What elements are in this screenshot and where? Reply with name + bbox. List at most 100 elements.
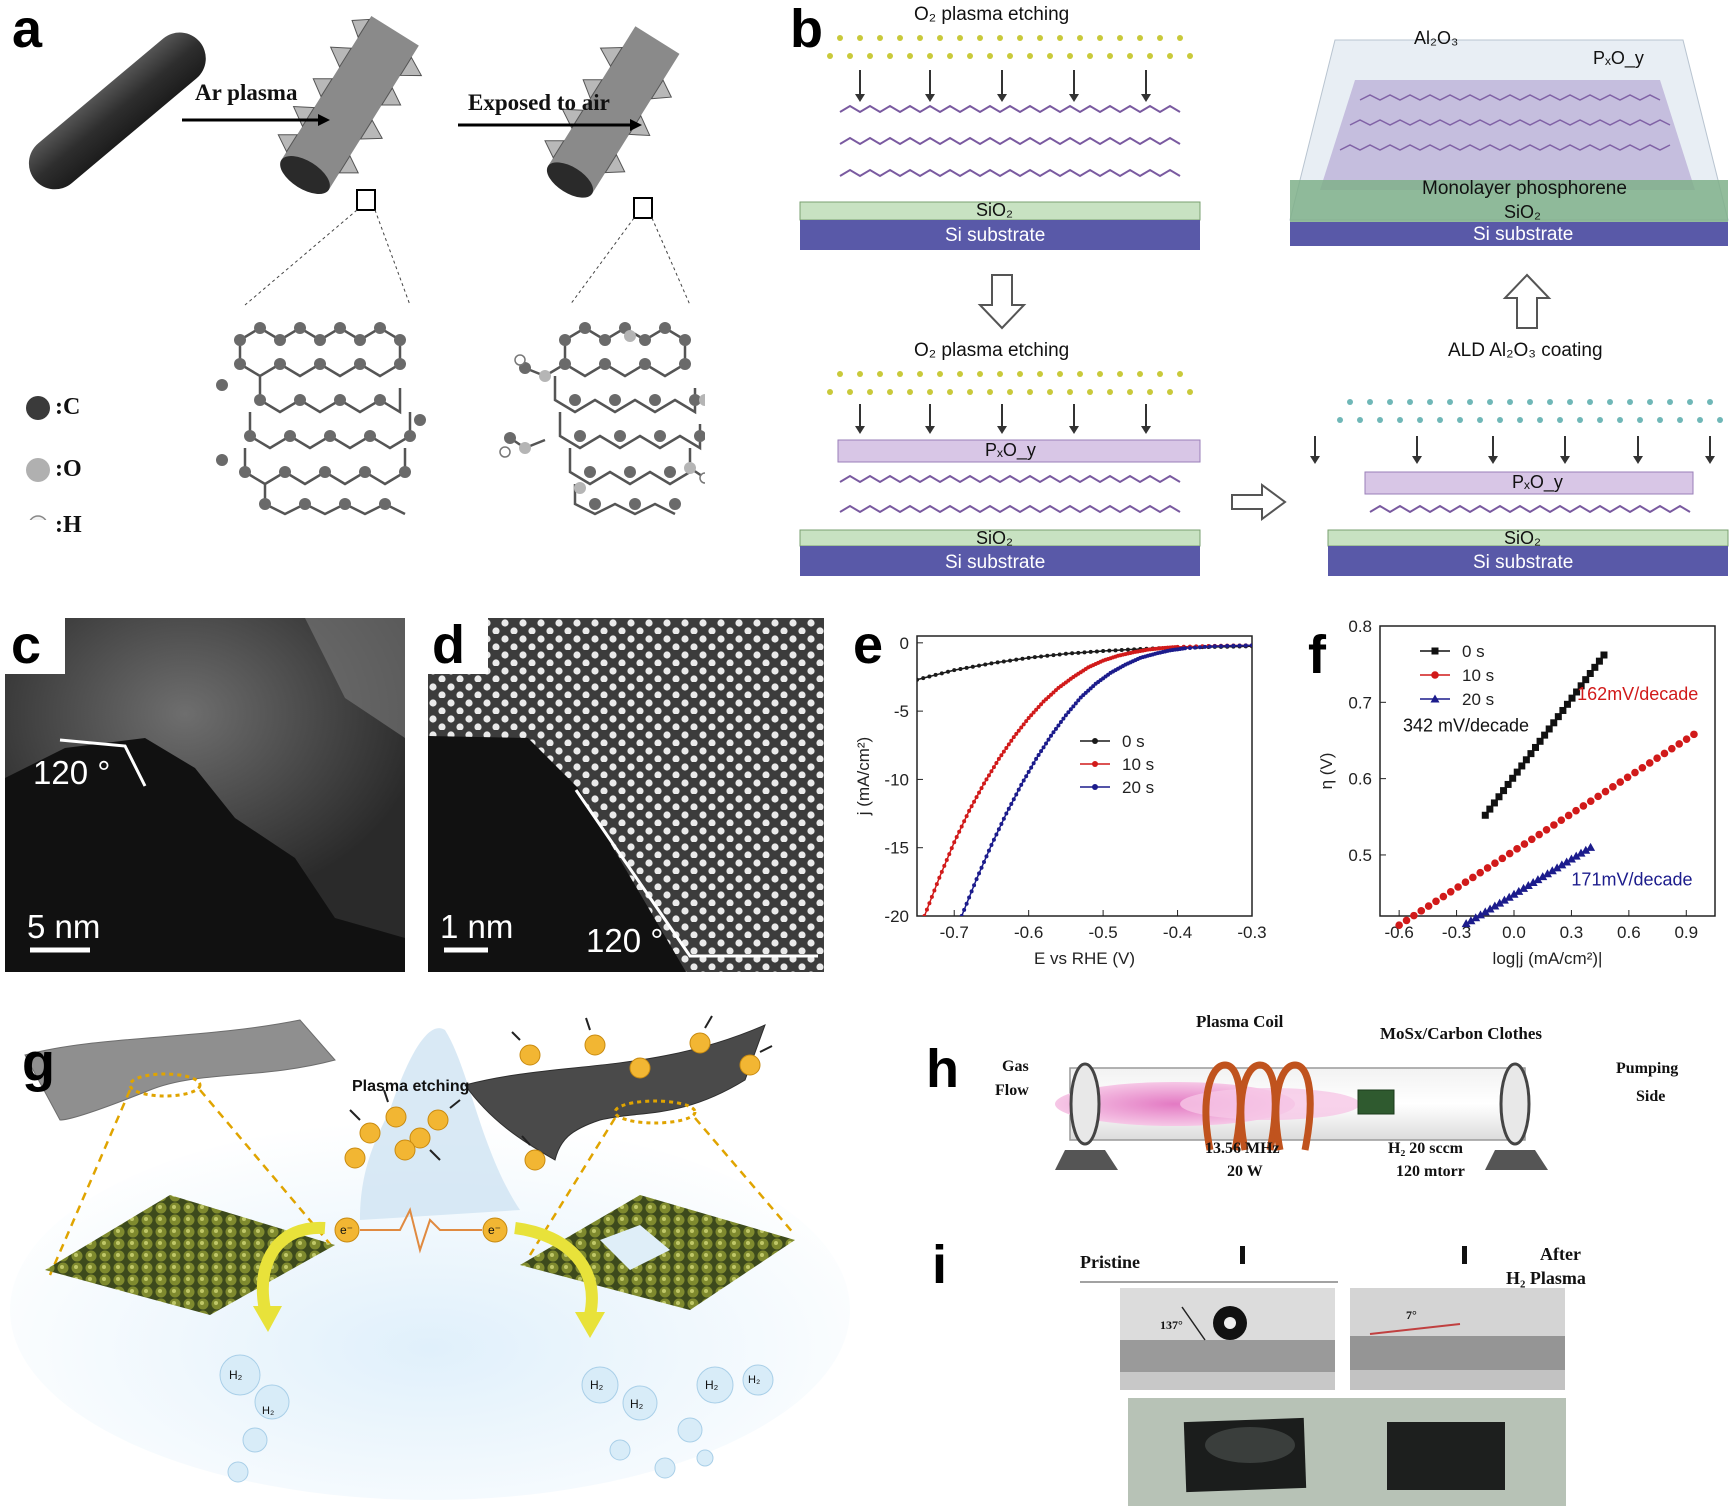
data-point — [921, 676, 926, 681]
data-point — [1582, 676, 1590, 684]
data-point — [1063, 651, 1068, 656]
data-point — [1461, 919, 1471, 928]
carbon-nanotube-pristine — [28, 32, 206, 190]
panel-g: g Plasma etching e⁻ e⁻ H₂ H₂ H₂ H₂ H₂ H₂ — [0, 1010, 850, 1507]
data-point — [952, 840, 957, 845]
data-point — [1631, 768, 1639, 777]
data-point — [1032, 655, 1037, 660]
legend-marker — [1431, 647, 1439, 655]
data-point — [1469, 873, 1477, 882]
after-label-1: After — [1540, 1244, 1581, 1264]
data-point — [1237, 643, 1242, 648]
data-point — [1490, 901, 1500, 910]
arrow-right-icon — [1231, 483, 1287, 521]
x-axis-label: log|j (mA/cm²)| — [1493, 949, 1603, 968]
data-point — [1019, 725, 1024, 730]
data-point — [994, 832, 999, 837]
h2-bubble-3: H₂ — [590, 1378, 604, 1392]
data-point — [1410, 911, 1418, 920]
angle-marker-c — [59, 738, 147, 787]
data-point — [1509, 889, 1519, 898]
data-point — [1039, 702, 1044, 707]
data-point — [1402, 916, 1411, 925]
data-point — [1004, 746, 1009, 750]
legend-carbon: :C — [55, 394, 81, 420]
arrow-curve-left-icon — [256, 1221, 326, 1312]
panel-label-c: c — [11, 618, 42, 675]
legend-marker — [1431, 671, 1439, 679]
slope-annotation: 342 mV/decade — [1403, 715, 1529, 735]
data-point — [984, 777, 989, 782]
data-point — [1595, 657, 1603, 665]
data-point — [1577, 682, 1585, 690]
y-axis-label: j (mA/cm²) — [854, 737, 873, 816]
electron-label-right: e⁻ — [488, 1223, 502, 1237]
pxoy-label-2: PₓO_y — [1512, 472, 1563, 492]
data-point — [1107, 648, 1112, 653]
data-point — [989, 661, 994, 666]
data-point — [1016, 728, 1021, 733]
etch-label-mid: O₂ plasma etching — [914, 340, 1070, 361]
data-point — [1197, 645, 1202, 650]
y-tick-label: 0.6 — [1348, 770, 1372, 789]
panel-label-b: b — [790, 0, 823, 59]
data-point — [1559, 706, 1567, 714]
stack-middle-left — [799, 371, 1201, 576]
data-point — [1547, 866, 1557, 875]
data-point — [1505, 849, 1514, 858]
data-point — [1498, 854, 1507, 863]
data-point — [1576, 848, 1586, 857]
graphene-lattice-etched — [238, 326, 412, 516]
data-point — [1504, 892, 1514, 901]
scale-label-c: 5 nm — [27, 908, 101, 945]
pristine-label: Pristine — [1080, 1252, 1140, 1272]
data-point — [1031, 761, 1036, 766]
data-point — [1527, 750, 1535, 758]
data-point — [1594, 792, 1602, 801]
pump-label-1: Pumping — [1616, 1060, 1679, 1077]
x-tick-label: 0.6 — [1617, 923, 1641, 942]
panel-i: i Pristine After H₂ Plasma 137° 7° — [900, 1210, 1732, 1507]
data-point — [1051, 653, 1056, 658]
si-label-1: Si substrate — [945, 225, 1046, 246]
data-point — [1026, 769, 1031, 774]
data-point — [1491, 859, 1499, 867]
al2o3-label: Al₂O₃ — [1414, 28, 1459, 48]
gas-flow-label: H₂ 20 sccm — [1388, 1140, 1463, 1157]
data-point — [1029, 765, 1034, 770]
data-point — [964, 665, 969, 670]
data-point — [1207, 644, 1212, 649]
si-label-2: Si substrate — [945, 552, 1046, 573]
data-point — [1545, 725, 1553, 733]
data-point — [1471, 913, 1481, 922]
data-point — [1101, 649, 1106, 654]
data-point — [1550, 821, 1558, 829]
data-point — [974, 795, 979, 800]
angle-137-label: 137° — [1160, 1318, 1183, 1332]
carbon-atom-icon — [26, 396, 50, 420]
scale-label-d: 1 nm — [440, 908, 514, 945]
legend-label: 0 s — [1122, 732, 1145, 751]
data-point — [1550, 719, 1558, 727]
h2-bubble-4: H₂ — [630, 1397, 644, 1411]
data-point — [1039, 749, 1044, 754]
chart-e-lsv: -0.7-0.6-0.5-0.4-0.30-5-10-15-20E vs RHE… — [854, 634, 1267, 968]
data-point — [1187, 645, 1192, 650]
h2-bubble-6: H₂ — [748, 1374, 761, 1386]
data-point — [982, 781, 986, 786]
data-point — [927, 674, 932, 679]
data-point — [1476, 910, 1485, 919]
ald-label: ALD Al₂O₃ coating — [1448, 340, 1603, 361]
slope-annotation: 171mV/decade — [1571, 869, 1692, 889]
panel-h: h Plasma Coil MoSx/Carbon Clothes Gas Fl… — [900, 1010, 1732, 1180]
stem-image-c — [5, 618, 405, 938]
y-tick-label: 0.5 — [1348, 846, 1372, 865]
flange-right — [1485, 1062, 1548, 1170]
stem-image-d — [428, 618, 824, 972]
panel-g-illustration — [10, 1015, 850, 1500]
data-point — [1094, 649, 1099, 654]
data-point — [983, 662, 988, 667]
si-label-4: Si substrate — [1473, 224, 1574, 245]
legend-label: 10 s — [1462, 666, 1494, 685]
data-point — [1485, 904, 1495, 913]
